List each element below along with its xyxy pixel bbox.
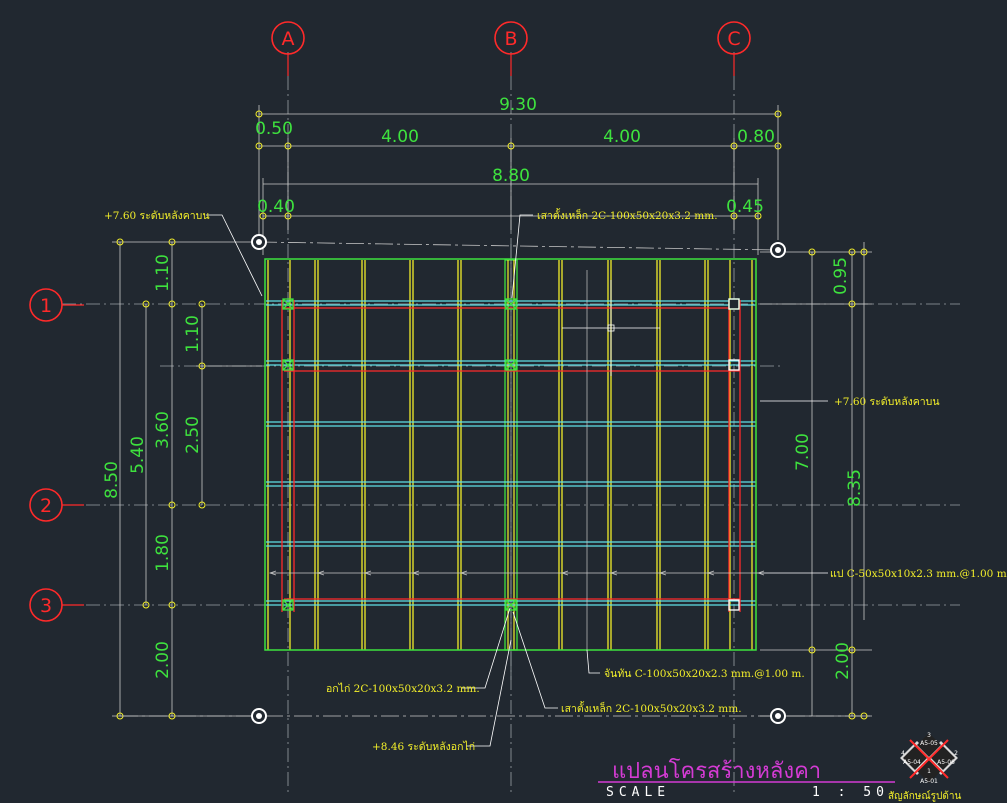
dim-mid-left: 0.40	[257, 197, 295, 217]
post-a-mid	[282, 359, 294, 371]
right-dimension-texts: 0.95 7.00 8.35 2.00	[793, 257, 865, 680]
note-right-level: +7.60 ระดับหลังคาบน	[834, 396, 940, 408]
grid-label-b: B	[504, 28, 517, 50]
dim-left-5-40: 5.40	[128, 436, 148, 474]
scale-value: 1 : 50	[812, 785, 889, 800]
elevation-symbol-caption: สัญลักษณ์รูปด้าน	[888, 790, 962, 802]
note-purlin: แป C-50x50x10x2.3 mm.@1.00 m.	[830, 568, 1007, 580]
dim-left-inner-1-10: 1.10	[183, 315, 203, 353]
purlins	[266, 300, 756, 606]
roof-boundary	[120, 234, 870, 724]
marker-label-left: A5-04	[903, 759, 921, 766]
marker-label-bottom: A5-01	[920, 778, 938, 785]
purlin-leader-arrows	[268, 270, 765, 650]
marker-num-right: 2	[954, 750, 958, 757]
dim-left-2-00: 2.00	[153, 641, 173, 679]
scale-label: SCALE	[606, 785, 670, 800]
grid-label-1: 1	[40, 295, 52, 317]
grid-bubble-2: 2	[29, 488, 84, 522]
dim-top-right: 0.80	[737, 127, 775, 147]
right-dimensions	[760, 242, 872, 717]
roof-beams	[281, 300, 741, 612]
elevation-legend-marker: 3 4 2 1 A5-05 A5-04 A5-06 A5-01 สัญลักษณ…	[888, 732, 962, 802]
marker-label-right: A5-06	[937, 759, 955, 766]
dim-left-3-60: 3.60	[153, 411, 173, 449]
dim-top-span-1: 4.00	[381, 127, 419, 147]
post-a1	[282, 298, 294, 310]
dim-right-2-00: 2.00	[833, 642, 853, 680]
drawing-title: แปลนโครสร้างหลังคา	[612, 758, 821, 784]
note-beam: อกไก่ 2C-100x50x20x3.2 mm.	[326, 682, 480, 695]
cad-cursor-crosshair	[562, 280, 660, 376]
post-c1	[728, 298, 740, 310]
ridge-beam	[504, 240, 518, 680]
dim-mid-right: 0.45	[726, 197, 764, 217]
dim-left-outer: 8.50	[102, 461, 122, 499]
rafters	[267, 260, 753, 650]
post-c3	[728, 599, 740, 611]
annotation-texts: +7.60 ระดับหลังคาบน เสาตั้งเหล็ก 2C-100x…	[104, 208, 1007, 753]
grid-label-c: C	[727, 28, 740, 50]
grid-bubble-b: B	[494, 21, 528, 76]
grid-bubble-1: 1	[29, 288, 84, 322]
grid-bubble-c: C	[717, 21, 751, 76]
marker-label-top: A5-05	[920, 740, 938, 747]
left-dimensions	[112, 241, 262, 717]
annotation-leaders	[206, 214, 828, 747]
left-dimension-texts: 8.50 5.40 1.10 3.60 1.80 2.00 1.10 2.50	[102, 254, 203, 679]
post-b3	[505, 599, 517, 611]
grid-label-3: 3	[40, 595, 52, 617]
left-dimension-ticks	[116, 238, 206, 720]
dim-left-1-10: 1.10	[153, 254, 173, 292]
top-dimension-texts: 9.30 0.50 4.00 4.00 0.80 8.80 0.40 0.45	[255, 95, 775, 217]
steel-posts	[282, 298, 740, 611]
dim-top-span-2: 4.00	[603, 127, 641, 147]
dim-top-total: 9.30	[499, 95, 537, 115]
note-top-post: เสาตั้งเหล็ก 2C-100x50x20x3.2 mm.	[537, 208, 718, 222]
marker-num-bottom: 1	[927, 768, 931, 775]
post-b-mid	[505, 359, 517, 371]
grid-bubbles: A B C 1 2 3	[29, 21, 751, 622]
note-top-level: +7.60 ระดับหลังคาบน	[104, 210, 210, 222]
dim-mid-total: 8.80	[492, 166, 530, 186]
note-ridge-level: +8.46 ระดับหลังอกไก่	[372, 740, 475, 753]
title-block: แปลนโครสร้างหลังคา SCALE 1 : 50	[598, 758, 895, 800]
post-b1	[505, 298, 517, 310]
dim-top-left: 0.50	[255, 119, 293, 139]
marker-num-top: 3	[927, 732, 931, 739]
dim-left-inner-2-50: 2.50	[183, 416, 203, 454]
note-bottom-post: เสาตั้งเหล็ก 2C-100x50x20x3.2 mm.	[561, 701, 742, 715]
dim-right-8-35: 8.35	[845, 469, 865, 507]
grid-label-2: 2	[40, 495, 52, 517]
roof-outline	[264, 258, 757, 651]
grid-label-a: A	[282, 28, 295, 50]
grid-bubble-3: 3	[29, 588, 84, 622]
top-dimensions	[258, 105, 779, 255]
dim-right-7-00: 7.00	[793, 433, 813, 471]
top-dimension-ticks	[255, 110, 782, 220]
grid-bubble-a: A	[271, 21, 305, 76]
post-a3	[282, 599, 294, 611]
post-c-mid	[728, 359, 740, 371]
roof-frame	[264, 240, 765, 680]
note-rafter: จันทัน C-100x50x20x2.3 mm.@1.00 m.	[604, 668, 805, 680]
dim-right-0-95: 0.95	[831, 257, 851, 295]
marker-num-left: 4	[901, 750, 905, 757]
dim-left-1-80: 1.80	[153, 534, 173, 572]
